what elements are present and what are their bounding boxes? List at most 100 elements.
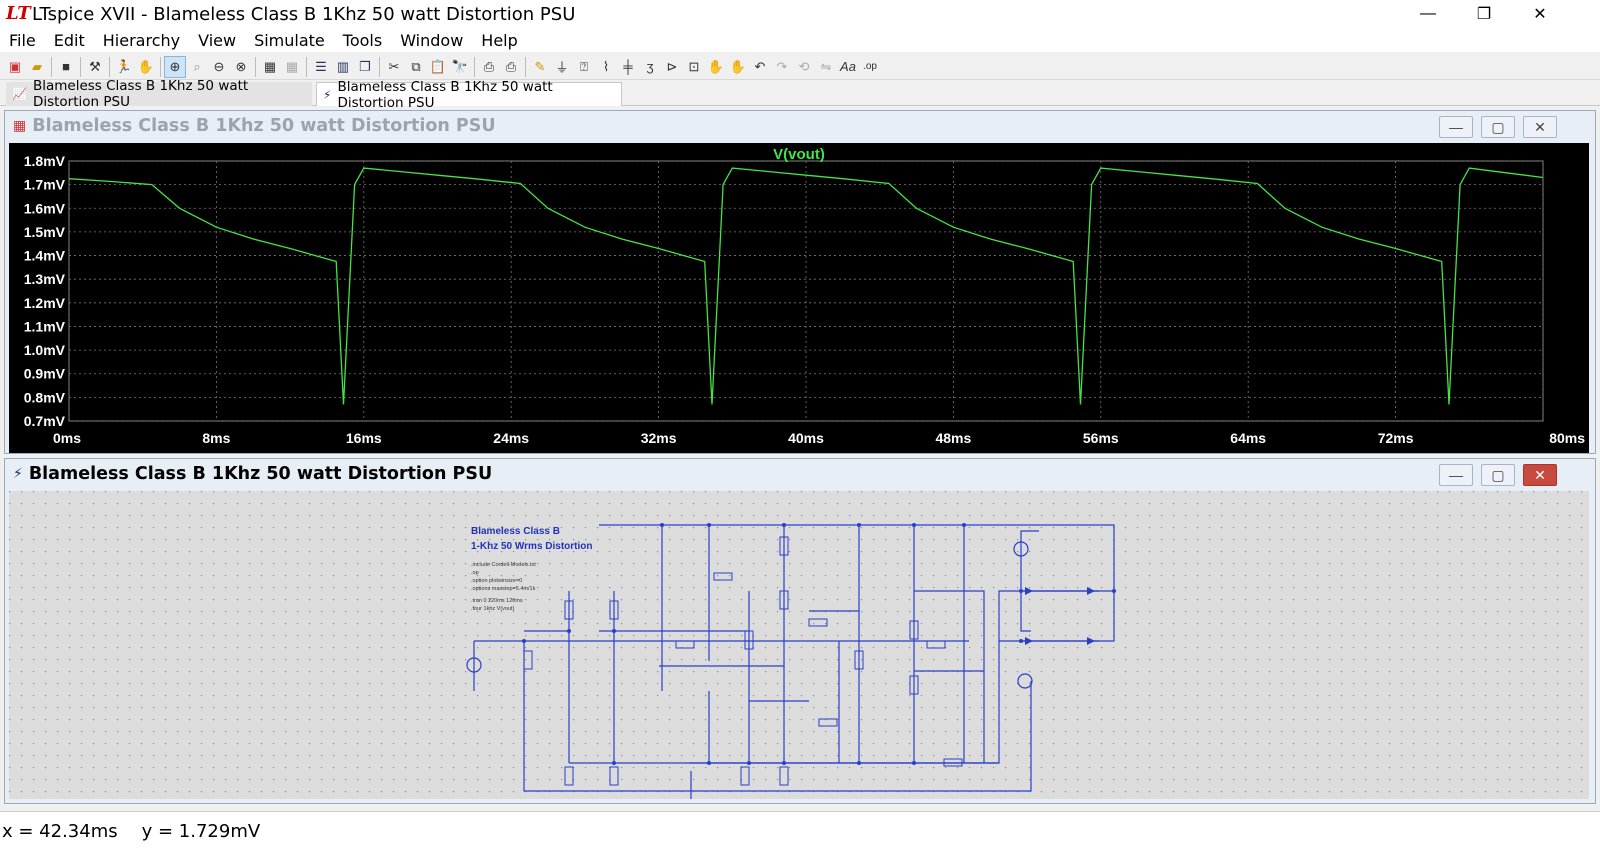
y-tick-label: 1.1mV: [24, 318, 66, 334]
tab-label: Blameless Class B 1Khz 50 watt Distortio…: [337, 78, 553, 111]
save-icon[interactable]: ■: [62, 59, 70, 74]
move-icon[interactable]: ✋: [729, 58, 747, 74]
zoom-fit-icon[interactable]: ⌕: [193, 58, 201, 74]
rotate-icon[interactable]: ⟲: [798, 58, 810, 74]
restore-button[interactable]: ❐: [1476, 6, 1492, 23]
zoom-out-icon[interactable]: ⊖: [213, 58, 225, 74]
paste-icon[interactable]: 📋: [429, 58, 447, 74]
spice-directive[interactable]: .options maxstep=5.4m/1k: [471, 586, 536, 592]
tile-horizontal-icon[interactable]: ☰: [315, 58, 327, 74]
run-icon[interactable]: 🏃: [115, 58, 133, 74]
spice-directive[interactable]: .include Cordell-Models.txt: [471, 562, 536, 568]
toolbar-divider: [255, 56, 256, 77]
toolbar: ▣ ▰ ■ ⚒ 🏃 ✋ ⊕ ⌕ ⊖ ⊗ ▦ ▦ ☰ ▥ ❐ ✂ ⧉ 📋 🔭 ⎙ …: [0, 54, 1600, 80]
waveform-chart[interactable]: 1.8mV1.7mV1.6mV1.5mV1.4mV1.3mV1.2mV1.1mV…: [9, 143, 1589, 453]
waveform-close-button[interactable]: ✕: [1523, 116, 1557, 138]
menu-help[interactable]: Help: [481, 30, 518, 50]
component-icon[interactable]: ⊡: [688, 58, 700, 74]
cursor-y-readout: y = 1.729mV: [141, 821, 261, 842]
close-button[interactable]: ✕: [1533, 6, 1547, 23]
redo-icon[interactable]: ↷: [776, 58, 788, 74]
grid-icon[interactable]: ▦: [285, 58, 299, 74]
y-tick-label: 0.9mV: [24, 366, 66, 382]
schematic-components: [466, 523, 1116, 786]
resistor-icon[interactable]: ⌇: [602, 58, 610, 74]
zoom-cancel-icon[interactable]: ⊗: [235, 58, 247, 74]
schematic-minimize-button[interactable]: —: [1439, 464, 1473, 486]
print-icon[interactable]: ⎙: [505, 58, 517, 74]
tab-schematic[interactable]: ⚡ Blameless Class B 1Khz 50 watt Distort…: [316, 79, 622, 111]
y-tick-label: 1.3mV: [24, 271, 66, 287]
schematic-canvas[interactable]: Blameless Class B 1-Khz 50 Wrms Distorti…: [9, 491, 1589, 801]
waveform-window-titlebar: ▦ Blameless Class B 1Khz 50 watt Distort…: [5, 111, 1595, 141]
find-icon[interactable]: 🔭: [451, 58, 469, 74]
x-tick-label: 80ms: [1549, 430, 1585, 446]
waveform-maximize-button[interactable]: ▢: [1481, 116, 1515, 138]
open-icon[interactable]: ▰: [32, 58, 42, 74]
spice-directive[interactable]: .tran 0 220ms 120ms: [471, 598, 523, 604]
y-tick-label: 1.4mV: [24, 248, 66, 264]
trace-label[interactable]: V(vout): [773, 146, 825, 163]
zoom-area-icon[interactable]: ⊕: [164, 55, 186, 78]
spice-directive[interactable]: .op: [471, 570, 479, 576]
document-tabs: 📈 Blameless Class B 1Khz 50 watt Distort…: [0, 78, 1600, 111]
undo-icon[interactable]: ↶: [754, 58, 766, 74]
draw-wire-icon[interactable]: ✎: [534, 58, 546, 74]
schematic-drawing[interactable]: Blameless Class B 1-Khz 50 Wrms Distorti…: [9, 491, 1589, 801]
schematic-maximize-button[interactable]: ▢: [1481, 464, 1515, 486]
spice-directive[interactable]: .option plotwinsize=0: [471, 578, 522, 584]
menu-window[interactable]: Window: [400, 30, 464, 50]
schematic-window-icon: ⚡: [13, 466, 23, 482]
tile-vertical-icon[interactable]: ▥: [336, 58, 350, 74]
inductor-icon[interactable]: ʒ: [646, 59, 654, 74]
schematic-window: ⚡ Blameless Class B 1Khz 50 watt Distort…: [4, 458, 1596, 804]
toolbar-divider: [80, 56, 81, 77]
schematic-subheading[interactable]: 1-Khz 50 Wrms Distortion: [471, 541, 593, 552]
menu-edit[interactable]: Edit: [53, 30, 85, 50]
halt-icon[interactable]: ✋: [137, 58, 155, 74]
drag-icon[interactable]: ✋: [707, 58, 725, 74]
x-tick-label: 0ms: [53, 430, 81, 446]
diode-icon[interactable]: ⊳: [666, 58, 678, 74]
schematic-heading[interactable]: Blameless Class B: [471, 526, 560, 537]
waveform-window-title: Blameless Class B 1Khz 50 watt Distortio…: [32, 116, 496, 136]
menu-view[interactable]: View: [198, 30, 237, 50]
capacitor-icon[interactable]: ╪: [623, 59, 633, 74]
autorange-icon[interactable]: ▦: [263, 58, 277, 74]
ltspice-logo-icon: LT: [6, 3, 31, 24]
menu-file[interactable]: File: [9, 30, 36, 50]
spice-directive[interactable]: .four 1khz V(vout): [471, 606, 515, 612]
text-icon[interactable]: Aa: [840, 59, 856, 74]
menu-hierarchy[interactable]: Hierarchy: [102, 30, 181, 50]
y-tick-label: 1.8mV: [24, 153, 66, 169]
ground-icon[interactable]: ⏚: [555, 60, 569, 75]
label-net-icon[interactable]: ⍰: [580, 58, 588, 74]
x-tick-label: 72ms: [1378, 430, 1414, 446]
control-panel-icon[interactable]: ⚒: [89, 58, 101, 74]
copy-icon[interactable]: ⧉: [411, 58, 421, 74]
y-tick-label: 1.6mV: [24, 200, 66, 216]
toolbar-divider: [160, 56, 161, 77]
title-bar: LT LTspice XVII - Blameless Class B 1Khz…: [0, 0, 1600, 28]
waveform-minimize-button[interactable]: —: [1439, 116, 1473, 138]
tab-waveform[interactable]: 📈 Blameless Class B 1Khz 50 watt Distort…: [6, 78, 312, 110]
cursor-x-readout: x = 42.34ms: [2, 821, 118, 842]
menu-tools[interactable]: Tools: [342, 30, 383, 50]
cut-icon[interactable]: ✂: [388, 58, 400, 74]
waveform-icon: 📈: [12, 87, 27, 101]
x-tick-label: 8ms: [202, 430, 230, 446]
menu-bar: File Edit Hierarchy View Simulate Tools …: [0, 28, 1600, 52]
menu-simulate[interactable]: Simulate: [254, 30, 325, 50]
mirror-icon[interactable]: ⇋: [820, 58, 832, 74]
minimize-button[interactable]: —: [1420, 5, 1436, 22]
toolbar-divider: [525, 56, 526, 77]
schematic-close-button[interactable]: ✕: [1523, 464, 1557, 486]
cascade-icon[interactable]: ❐: [359, 58, 371, 74]
spice-directive-icon[interactable]: .op: [863, 61, 877, 72]
toolbar-divider: [51, 56, 52, 77]
print-setup-icon[interactable]: ⎙: [483, 58, 495, 74]
x-tick-label: 32ms: [641, 430, 677, 446]
x-tick-label: 48ms: [935, 430, 971, 446]
new-schematic-icon[interactable]: ▣: [8, 58, 22, 74]
